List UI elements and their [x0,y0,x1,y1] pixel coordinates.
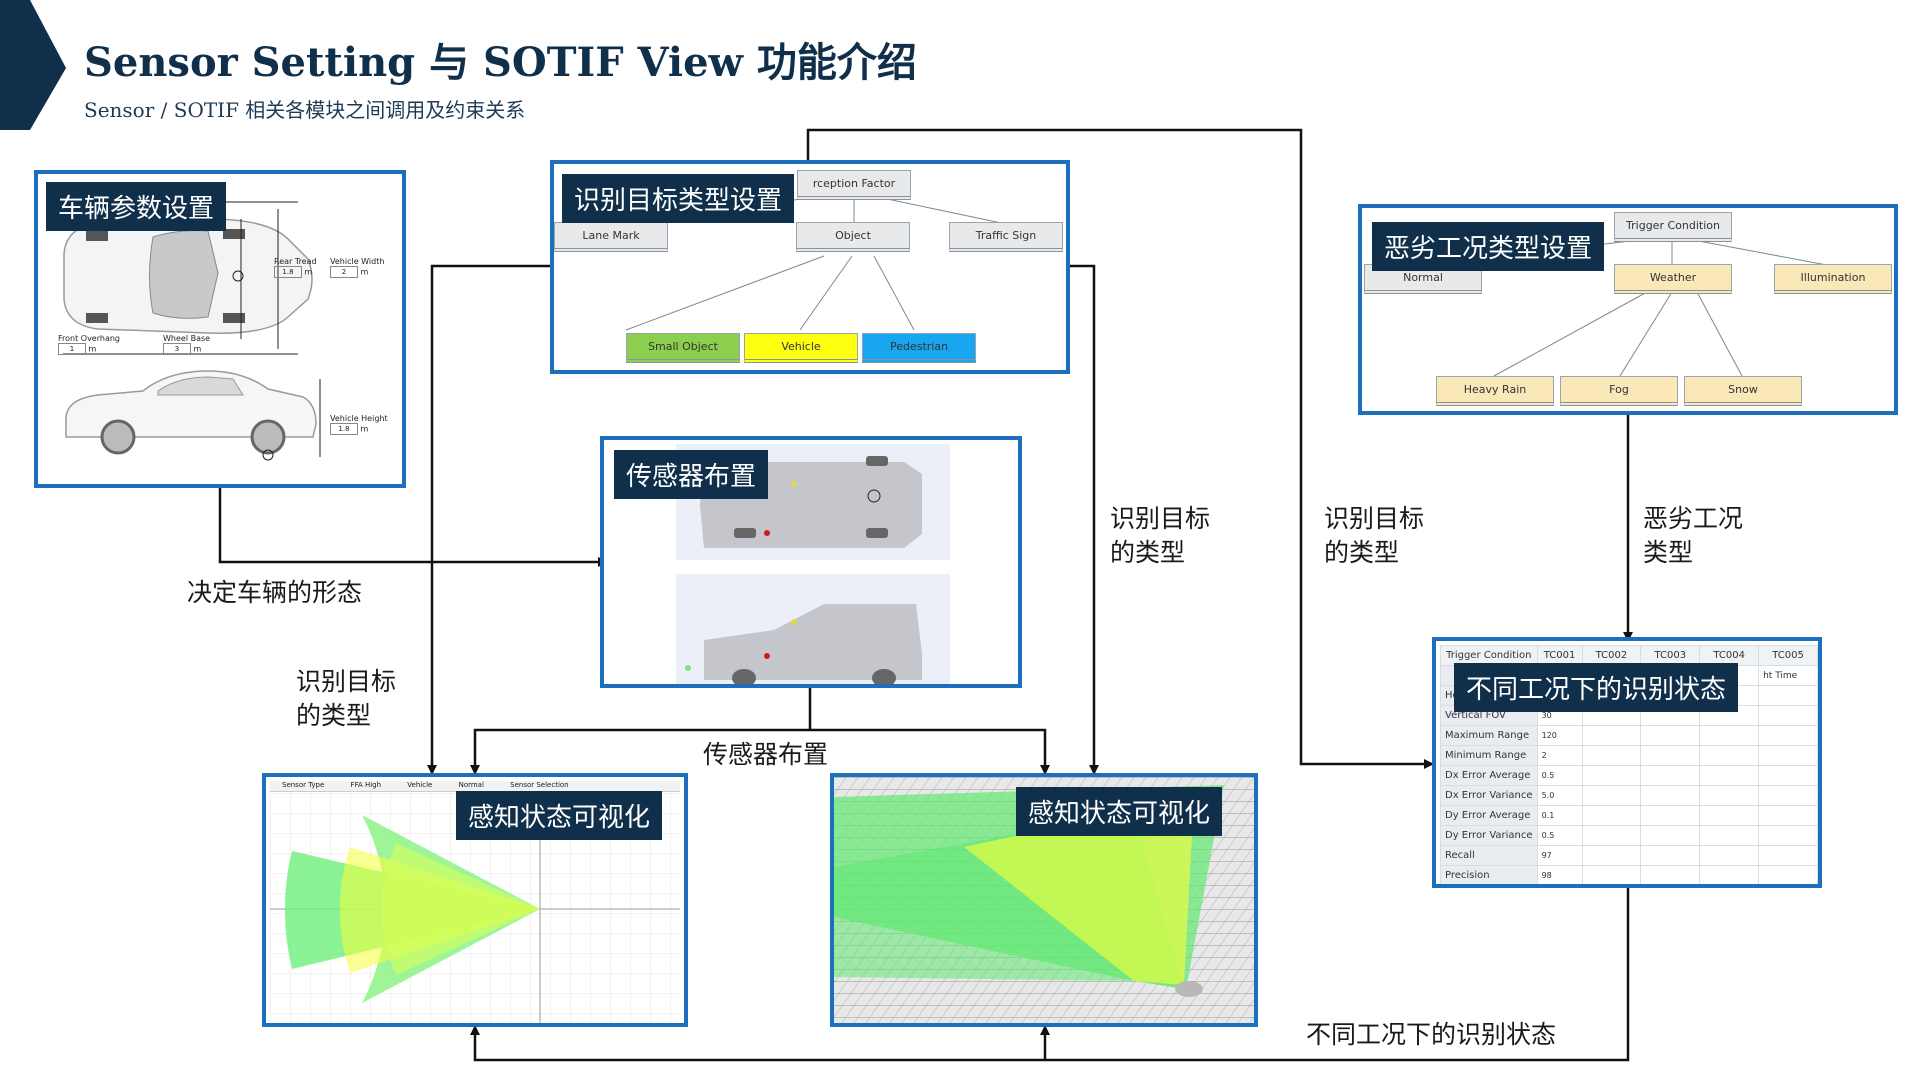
wheel-base-field: Wheel Base 3 m [163,334,211,355]
link-status-to-vis [470,888,1630,1062]
target-types-label: 识别目标类型设置 [562,174,795,223]
vehicle-width-field: Vehicle Width 2 m [330,257,385,278]
note-target-type-left: 识别目标 的类型 [296,667,397,730]
node-perception-factor[interactable]: rception Factor [797,170,911,200]
front-overhang-input[interactable]: 1 [58,343,86,355]
node-trigger-condition[interactable]: Trigger Condition [1614,212,1732,242]
vis3d-panel: 感知状态可视化 [830,773,1258,1027]
node-small-object[interactable]: Small Object [626,333,740,363]
node-lane-mark[interactable]: Lane Mark [554,222,668,252]
target-types-panel: rception Factor Lane Mark Object Traffic… [550,160,1070,374]
vehicle-width-input[interactable]: 2 [330,266,358,278]
node-traffic-sign[interactable]: Traffic Sign [949,222,1063,252]
status-table-header: Trigger Condition TC001 TC002 TC003 TC00… [1440,645,1818,666]
note-vehicle-shape: 决定车辆的形态 [187,578,363,607]
rear-tread-input[interactable]: 1.8 [274,266,302,278]
vis3d-label: 感知状态可视化 [1016,787,1223,836]
node-vehicle[interactable]: Vehicle [744,333,858,363]
conditions-panel: Trigger Condition Normal Weather Illumin… [1358,204,1898,415]
vis2d-sensor-selection[interactable]: Sensor Selection [510,781,569,789]
node-fog[interactable]: Fog [1560,376,1678,406]
status-col-tc001[interactable]: TC001 [1536,645,1583,666]
vis2d-label: 感知状态可视化 [456,791,663,840]
link-vehicle-to-sensor [218,488,608,567]
page-subtitle: Sensor / SOTIF 相关各模块之间调用及约束关系 [84,98,526,122]
vis2d-ffa-high[interactable]: FFA High [350,781,382,789]
node-snow[interactable]: Snow [1684,376,1802,406]
page-title: Sensor Setting 与 SOTIF View 功能介绍 [84,39,917,86]
status-col-tc005[interactable]: TC005 [1758,645,1818,666]
status-panel: Trigger Condition TC001 TC002 TC003 TC00… [1432,637,1822,888]
wheel-base-input[interactable]: 3 [163,343,191,355]
status-col-tc002[interactable]: TC002 [1581,645,1642,666]
sensor-layout-panel: 传感器布置 [600,436,1022,688]
node-illumination[interactable]: Illumination [1774,264,1892,294]
front-overhang-field: Front Overhang 1 m [58,334,120,355]
link-sensor-to-vis2d [470,728,810,775]
node-heavy-rain[interactable]: Heavy Rain [1436,376,1554,406]
node-pedestrian[interactable]: Pedestrian [862,333,976,363]
link-target-to-status [806,128,1434,769]
vis2d-sensor-type[interactable]: Sensor Type [282,781,325,789]
note-condition-type: 恶劣工况 类型 [1643,504,1744,567]
vehicle-drawing [63,201,321,461]
node-object[interactable]: Object [796,222,910,252]
note-target-type-mid: 识别目标 的类型 [1110,504,1211,567]
vis2d-panel: Sensor Type FFA High Vehicle Normal Sens… [262,773,688,1027]
conditions-label: 恶劣工况类型设置 [1372,222,1605,271]
node-weather[interactable]: Weather [1614,264,1732,294]
link-sensor-to-vis3d [810,728,1050,775]
link-target-to-vis2d [427,264,555,775]
vis2d-normal[interactable]: Normal [458,781,484,789]
vehicle-height-input[interactable]: 1.8 [330,423,358,435]
vehicle-params-label: 车辆参数设置 [46,182,227,231]
vis2d-vehicle[interactable]: Vehicle [407,781,433,789]
link-target-to-vis3d [1066,264,1099,775]
vehicle-height-field: Vehicle Height 1.8 m [330,414,388,435]
status-col-trigger: Trigger Condition [1440,645,1538,666]
rear-tread-field: Rear Tread 1.8 m [274,257,317,278]
vehicle-params-panel: 车辆参数设置 Rear Tread 1.8 m Vehicle Width 2 … [34,170,406,488]
note-target-type-right: 识别目标 的类型 [1324,504,1425,567]
sensor-layout-label: 传感器布置 [614,450,769,499]
status-col-tc003[interactable]: TC003 [1640,645,1701,666]
corner-decoration [0,0,66,130]
status-label: 不同工况下的识别状态 [1454,663,1739,712]
note-status-bottom: 不同工况下的识别状态 [1306,1020,1557,1049]
note-sensor-layout: 传感器布置 [703,740,829,769]
